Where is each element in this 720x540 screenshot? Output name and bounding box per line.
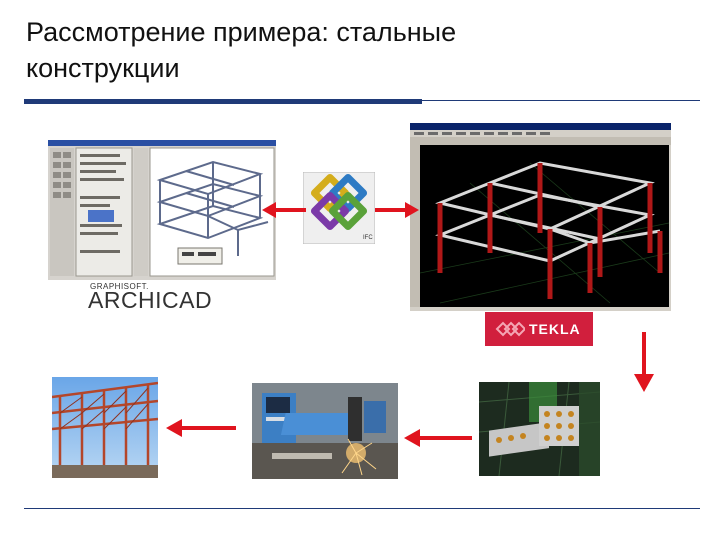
plasma-cutting-photo bbox=[252, 383, 398, 479]
connection-detail-render bbox=[479, 382, 600, 476]
title-underline-thin bbox=[422, 100, 700, 101]
arrow-left-to-cutting bbox=[404, 428, 474, 448]
slide-title-line-2: конструкции bbox=[26, 50, 586, 86]
tekla-logo: TEKLA bbox=[485, 312, 593, 346]
ifc-logo-caption: IFC bbox=[363, 235, 373, 241]
archicad-logo: GRAPHISOFT. ARCHICAD bbox=[84, 280, 224, 316]
archicad-logo-text: ARCHICAD bbox=[88, 287, 212, 314]
slide-title-line-1: Рассмотрение примера: стальные bbox=[26, 14, 586, 50]
steel-frame-photo bbox=[52, 377, 158, 478]
arrow-left-to-building bbox=[166, 418, 238, 438]
slide-title: Рассмотрение примера: стальные конструкц… bbox=[26, 14, 586, 86]
arrow-down bbox=[633, 330, 655, 392]
tekla-logo-text: TEKLA bbox=[529, 321, 581, 337]
tekla-mark-icon bbox=[495, 319, 525, 339]
tekla-screenshot bbox=[410, 123, 671, 311]
ifc-logo: IFC bbox=[303, 172, 375, 244]
bottom-divider bbox=[24, 508, 700, 509]
arrow-right-to-tekla bbox=[373, 201, 419, 219]
arrow-left-to-archicad bbox=[262, 201, 308, 219]
archicad-screenshot bbox=[48, 140, 276, 280]
title-underline-thick bbox=[24, 99, 422, 104]
